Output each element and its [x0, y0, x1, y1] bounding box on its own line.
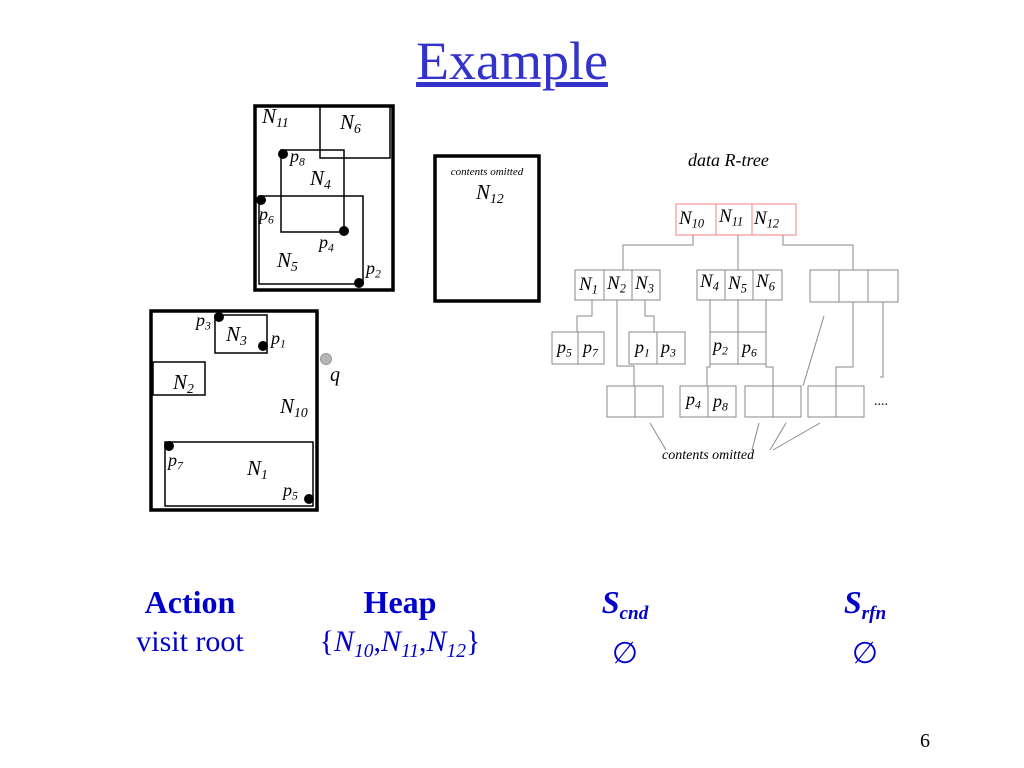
node-entry-n1: N1: [579, 274, 598, 297]
rtree-level1: [574, 269, 899, 303]
point-p5: [304, 494, 314, 504]
label-p4: p4: [319, 232, 334, 255]
node-entry-n3: N3: [635, 273, 654, 296]
value-scnd: ∅: [611, 636, 639, 670]
leaf-entry-p4: p4: [686, 389, 701, 412]
mbr-n4: [280, 149, 345, 233]
query-point-q: [320, 353, 332, 365]
leaf-entry-p8: p8: [713, 391, 728, 414]
col-action: Action visit root: [100, 582, 280, 662]
point-p3: [214, 312, 224, 322]
algorithm-state-table: Action visit root Heap {N10,N11,N12} Scn…: [0, 582, 1024, 672]
leaf-entry-p2: p2: [713, 335, 728, 358]
point-p1: [258, 341, 268, 351]
node-entry-n2: N2: [607, 273, 626, 296]
label-p7: p7: [168, 450, 183, 473]
rtree-contents-omitted: contents omitted: [662, 448, 755, 463]
mbr-n2: [152, 361, 206, 396]
value-action: visit root: [136, 625, 244, 658]
label-p3: p3: [196, 310, 211, 333]
header-action: Action: [144, 584, 236, 620]
leaf-entry-p1: p1: [635, 337, 650, 360]
mbr-n6: [319, 105, 391, 159]
label-p6: p6: [259, 204, 274, 227]
label-p1: p1: [271, 328, 286, 351]
label-p5: p5: [283, 480, 298, 503]
leaf-entry-p3: p3: [661, 337, 676, 360]
label-n3: N3: [226, 322, 247, 349]
label-n12: N12: [476, 180, 504, 207]
root-entry-n11: N11: [719, 206, 744, 229]
header-srfn: Srfn: [843, 584, 887, 624]
rtree-leaves: [551, 331, 865, 418]
leaf-entry-p5: p5: [557, 337, 572, 360]
label-n11: N11: [262, 104, 289, 131]
col-heap: Heap {N10,N11,N12}: [290, 582, 510, 672]
node-entry-n5: N5: [728, 273, 747, 296]
mbr-n1: [164, 441, 314, 507]
label-n2: N2: [173, 370, 194, 397]
slide-title: Example: [416, 31, 608, 91]
mbr-n5: [258, 195, 364, 285]
point-p4: [339, 226, 349, 236]
point-p8: [278, 149, 288, 159]
n11-points: [256, 149, 364, 288]
mbr-n10: [149, 309, 319, 512]
leaf-entry-p7: p7: [583, 337, 598, 360]
header-heap: Heap: [363, 584, 437, 620]
rtree-ellipsis: ....: [874, 394, 888, 409]
label-p2: p2: [366, 258, 381, 281]
rtree-caption: data R-tree: [688, 150, 769, 170]
label-n1: N1: [247, 456, 268, 483]
leaf-entry-p6: p6: [742, 337, 757, 360]
partition-n10: [149, 309, 319, 512]
point-p7: [164, 441, 174, 451]
mbr-n12: [433, 154, 541, 303]
value-heap: {N10,N11,N12}: [319, 625, 481, 662]
root-entry-n10: N10: [679, 208, 705, 231]
point-p2: [354, 278, 364, 288]
n12-contents-omitted: contents omitted: [450, 166, 524, 178]
point-p6: [256, 195, 266, 205]
label-n6: N6: [340, 110, 361, 137]
label-n10: N10: [280, 394, 308, 421]
label-n4: N4: [310, 166, 331, 193]
partition-n11: [253, 104, 395, 292]
page-number: 6: [920, 730, 930, 752]
mbr-n3: [214, 314, 268, 354]
value-srfn: ∅: [851, 636, 879, 670]
label-p8: p8: [290, 146, 305, 169]
rtree-root-node: [675, 203, 797, 236]
root-entry-n12: N12: [754, 208, 780, 231]
rtree-diagram: [149, 104, 899, 512]
col-srfn: Srfn ∅: [780, 582, 950, 674]
label-n5: N5: [277, 248, 298, 275]
col-scnd: Scnd ∅: [540, 582, 710, 674]
n10-points: [164, 312, 314, 504]
label-q: q: [330, 364, 340, 386]
node-entry-n6: N6: [756, 271, 775, 294]
node-entry-n4: N4: [700, 271, 719, 294]
header-scnd: Scnd: [601, 584, 649, 624]
